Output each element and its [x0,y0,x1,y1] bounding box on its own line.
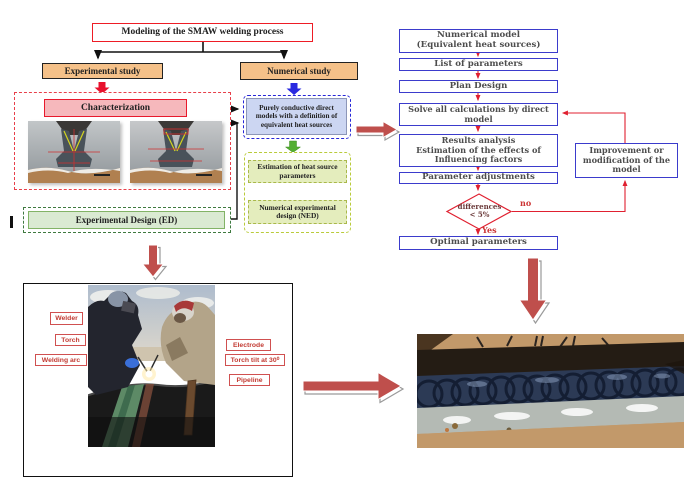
yes-label: Yes [482,225,497,235]
bracket-lines [231,105,240,220]
characterization-box: Characterization [44,99,187,117]
big-arrow-to-weld-photo [518,257,551,325]
macrograph-right [130,121,222,183]
label-torch: Torch [55,334,86,346]
small-arrow-to-flowchart [355,120,401,142]
flow-plan-design: Plan Design [399,80,558,93]
label-welding-arc: Welding arc [35,354,87,366]
blue-down-arrow [286,83,302,95]
label-pipeline: Pipeline [229,374,270,386]
conductive-model-box: Purely conductive direct models with a d… [246,98,347,135]
flow-parameter-adjustments: Parameter adjustments [399,172,558,184]
label-electrode: Electrode [226,339,271,351]
weld-bead-photo [417,334,684,448]
branch-lines [94,42,288,60]
heat-source-estimation-box: Estimation of heat source parameters [248,160,347,183]
big-arrow-between-photos [302,371,405,404]
flow-list-parameters: List of parameters [399,58,558,71]
decision-label: differences < 5% [457,201,502,219]
flow-results-analysis: Results analysis Estimation of the effec… [399,134,558,167]
tick-mark [10,216,13,228]
experimental-design-box: Experimental Design (ED) [28,211,225,229]
flow-solve-calculations: Solve all calculations by direct model [399,103,558,126]
ned-box: Numerical experimental design (NED) [248,200,347,224]
flow-numerical-model: Numerical model (Equivalent heat sources… [399,29,558,53]
label-torch-tilt: Torch tilt at 30⁰ [225,354,285,366]
welder-photo [88,285,215,447]
label-welder: Welder [50,312,83,325]
flow-optimal-parameters: Optimal parameters [399,236,558,250]
numerical-study-box: Numerical study [240,62,358,80]
no-label: no [520,198,532,208]
flow-improvement-box: Improvement or modification of the model [575,143,678,178]
macrograph-left [28,121,120,183]
main-title-box: Modeling of the SMAW welding process [92,23,313,42]
experimental-study-box: Experimental study [42,63,163,79]
big-arrow-to-welder-photo [141,244,168,281]
